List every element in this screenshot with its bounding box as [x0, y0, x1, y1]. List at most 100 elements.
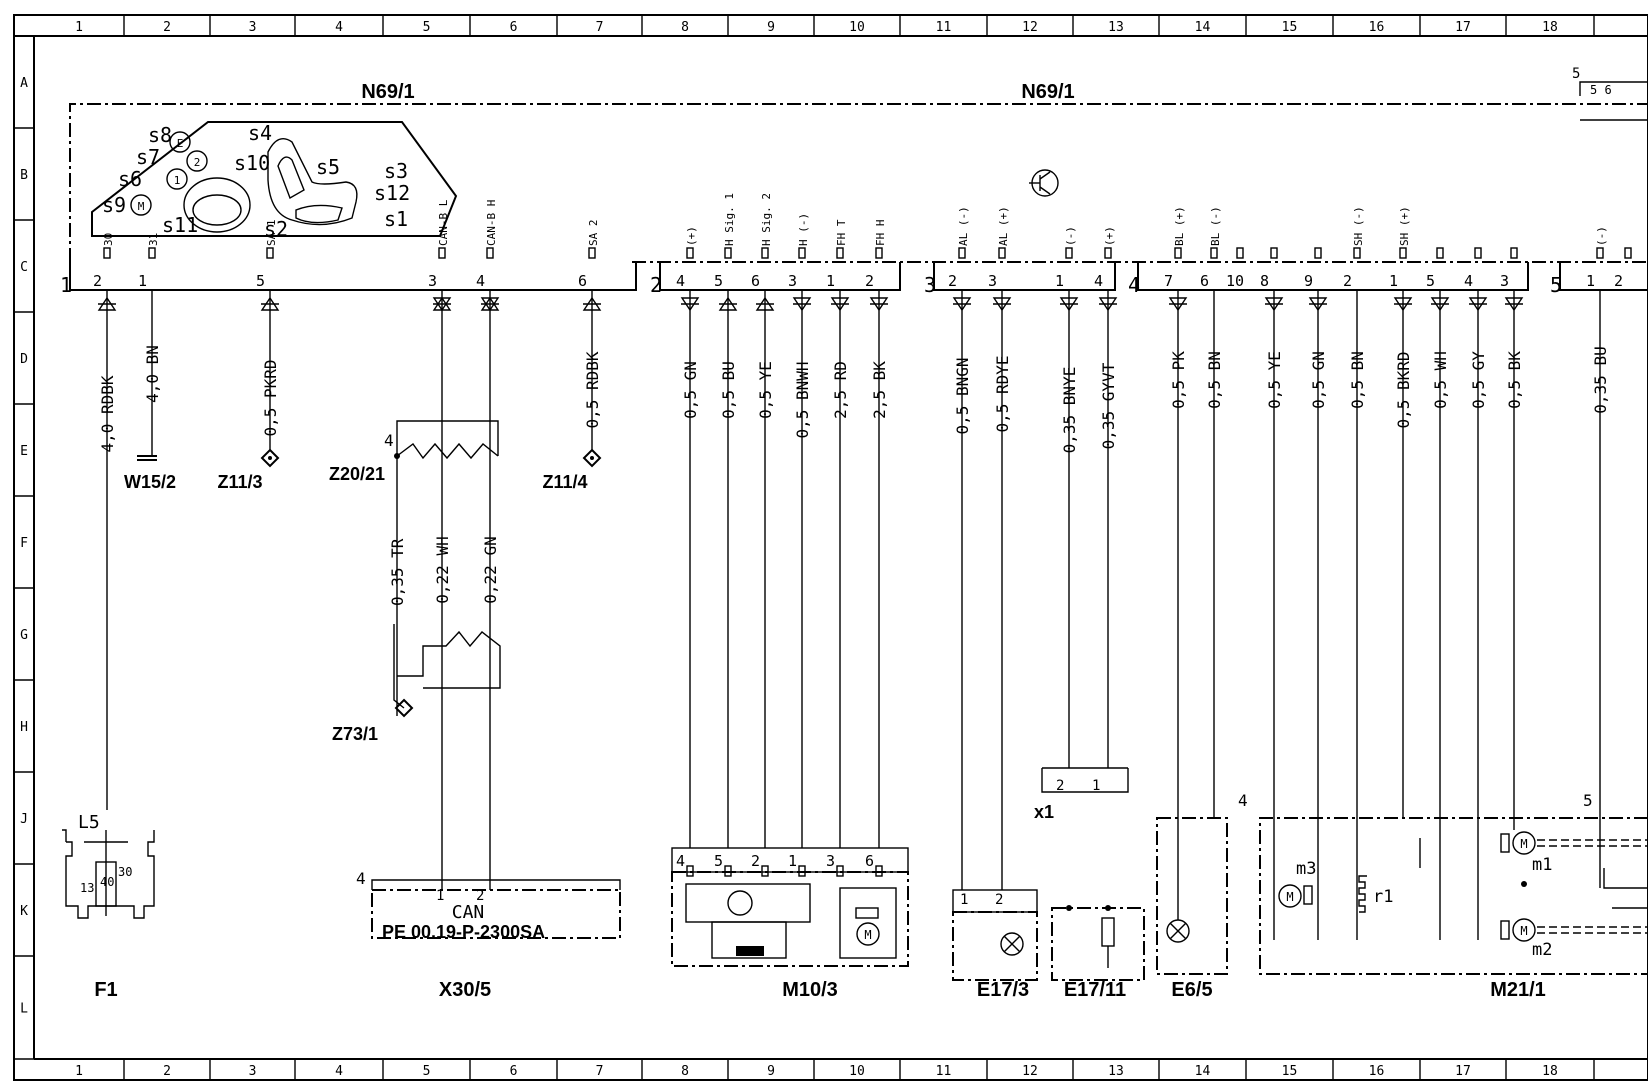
z11-3-label: Z11/3	[217, 472, 262, 492]
connector1-signal-label: 30	[102, 233, 115, 246]
right-edge-pins: 5 6	[1590, 83, 1612, 97]
connector1-pin-stub	[438, 247, 446, 259]
connector2-number: 2	[650, 273, 662, 297]
connector2-signal-label: H (-)	[797, 213, 810, 246]
connector3-pin-stub	[1104, 247, 1112, 259]
connector1-wire-label: 0,5 RDBK	[583, 351, 602, 428]
connector2-signal-label: FH H	[874, 220, 887, 247]
e6-5-lamp	[1156, 817, 1228, 975]
connector4-signal-label: SH (+)	[1398, 206, 1411, 246]
connector5-block	[1559, 262, 1648, 291]
connector1-pin-number: 1	[138, 272, 147, 290]
m21-1-label: M21/1	[1490, 979, 1546, 1001]
connector2-wire-label: 2,5 BK	[870, 361, 889, 419]
m21-1-unit: 4 5 M m3 r1 M m1 M m2	[1238, 791, 1648, 975]
m10-3-pin-stub	[836, 865, 844, 877]
e17-11-lamp	[1051, 905, 1145, 981]
seat-switch-label: s8	[148, 123, 172, 147]
connector3-pin-number: 1	[1055, 272, 1064, 290]
connector3-signal-label: AL (+)	[997, 206, 1010, 246]
m10-3-pin-stub	[761, 865, 769, 877]
connector2-wire-label: 2,5 RD	[831, 361, 850, 419]
x1-pin-2: 2	[1056, 778, 1064, 794]
n69-1-title-right: N69/1	[1021, 81, 1074, 103]
connector4-pin-number: 5	[1426, 272, 1435, 290]
m21-1-m1-motor-glyph: M	[1520, 837, 1527, 851]
m21-1-block-number: 4	[1238, 791, 1248, 810]
column-label-bottom: 17	[1455, 1064, 1471, 1079]
e17-3-label: E17/3	[977, 979, 1029, 1001]
connector2-pin-number: 2	[865, 272, 874, 290]
connector2-pin-stub	[836, 247, 844, 259]
connector2-wire-label: 0,5 BU	[719, 361, 738, 419]
connector1-pin-number: 3	[428, 272, 437, 290]
x30-5-block-number: 4	[356, 869, 366, 888]
connector2-wire-label: 0,5 YE	[756, 361, 775, 419]
right-edge-connector-number: 5	[1572, 66, 1580, 82]
connector1-pin-number: 6	[578, 272, 587, 290]
column-label-bottom: 11	[936, 1064, 952, 1079]
seat-switch-circle-label: E	[177, 137, 184, 150]
connector5-pin-number: 2	[1614, 272, 1623, 290]
connector1-pin-number: 5	[256, 272, 265, 290]
m10-3-pin-number: 6	[865, 852, 874, 870]
connector2-pin-stub	[875, 247, 883, 259]
transistor-icon	[1029, 169, 1059, 197]
m10-3-pin-number: 3	[826, 852, 835, 870]
connector4-pin-stub	[1436, 247, 1444, 259]
column-label-bottom: 7	[596, 1064, 604, 1079]
column-label-top: 11	[936, 20, 952, 35]
seat-switch-label: s10	[234, 151, 270, 175]
row-label: D	[20, 352, 28, 367]
f1-l5-label: L5	[78, 812, 100, 833]
column-label-bottom: 8	[681, 1064, 689, 1079]
connector4-signal-label: SH (-)	[1352, 206, 1365, 246]
f1-label: F1	[94, 979, 117, 1001]
connector1-wire-label: 4,0 BN	[143, 345, 162, 403]
m10-3-pin-number: 2	[751, 852, 760, 870]
connector4-pin-number: 10	[1226, 272, 1244, 290]
connector4-pin-number: 2	[1343, 272, 1352, 290]
row-label: E	[20, 444, 28, 459]
column-label-bottom: 18	[1542, 1064, 1558, 1079]
row-label: F	[20, 536, 28, 551]
column-label-bottom: 3	[249, 1064, 257, 1079]
connector2-pin-number: 6	[751, 272, 760, 290]
seat-switch-label: s9	[102, 193, 126, 217]
column-label-bottom: 14	[1195, 1064, 1211, 1079]
z20-21-label: Z20/21	[329, 464, 385, 484]
connector1-pin-stub	[103, 247, 111, 259]
row-label: G	[20, 628, 28, 643]
connector4-pin-stub	[1210, 247, 1218, 259]
column-label-top: 14	[1195, 20, 1211, 35]
can-wire-label-lower: 0,22 WH	[433, 536, 452, 603]
connector2-pin-number: 1	[826, 272, 835, 290]
column-label-bottom: 13	[1108, 1064, 1124, 1079]
m10-3-pin-number: 1	[788, 852, 797, 870]
connector5-wire-label: 0,35 BU	[1591, 346, 1610, 413]
connector3-block	[933, 262, 1116, 291]
m10-3-label: M10/3	[782, 979, 838, 1001]
connector2-signal-label: H Sig. 2	[760, 193, 773, 246]
connector4-pin-number: 1	[1389, 272, 1398, 290]
column-label-top: 7	[596, 20, 604, 35]
n69-1-title-left: N69/1	[361, 81, 414, 103]
grid-frame	[13, 14, 1648, 1081]
connector2-signal-label: (+)	[685, 226, 698, 246]
connector1-pin-number: 4	[476, 272, 485, 290]
m10-3-pin-stub	[686, 865, 694, 877]
connector3-wire-label: 0,5 BNGN	[953, 357, 972, 434]
x30-5-reference: PE 00.19-P-2300SA	[382, 922, 545, 942]
column-label-bottom: 6	[510, 1064, 518, 1079]
connector3-signal-label: AL (-)	[957, 206, 970, 246]
column-label-top: 1	[75, 20, 83, 35]
column-label-top: 18	[1542, 20, 1558, 35]
column-label-bottom: 16	[1369, 1064, 1385, 1079]
connector1-wire-label: 0,5 PKRD	[261, 359, 280, 436]
m21-1-m2-motor-glyph: M	[1520, 924, 1527, 938]
f1-pin-30: 30	[118, 865, 132, 879]
seat-switch-label: s6	[118, 167, 142, 191]
